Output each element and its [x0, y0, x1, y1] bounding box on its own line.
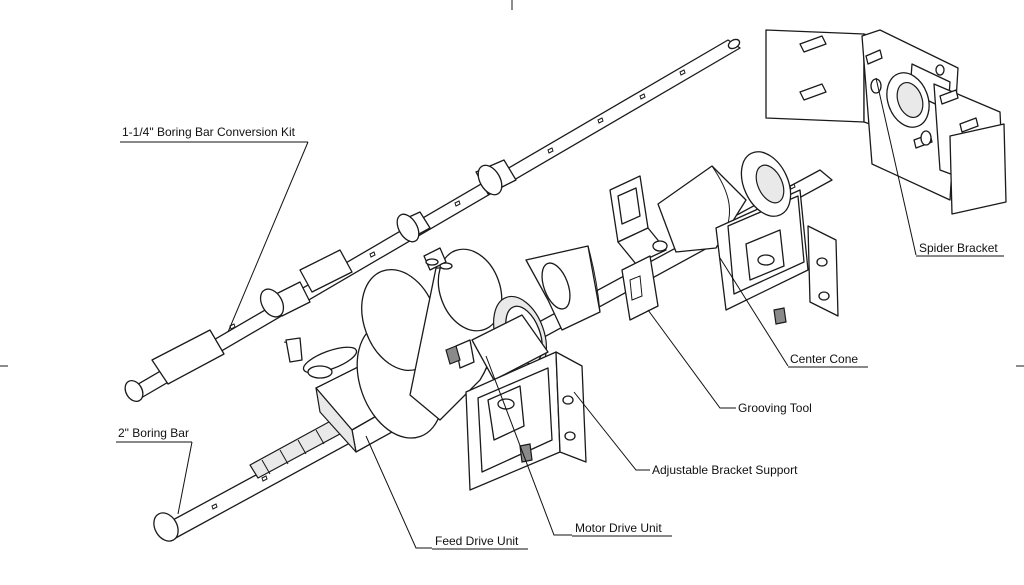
label-center-cone: Center Cone [788, 352, 868, 368]
label-feed-drive-unit: Feed Drive Unit [432, 534, 528, 550]
label-spider-bracket: Spider Bracket [916, 241, 1004, 257]
conversion-kit-bar [124, 38, 741, 402]
label-motor-drive-unit-text: Motor Drive Unit [575, 521, 662, 535]
grooving-tool [609, 175, 668, 321]
motor-drive-unit [356, 247, 549, 439]
leader-feed-drive-unit [365, 435, 432, 549]
label-center-cone-text: Center Cone [790, 352, 858, 366]
leader-conversion-kit [227, 141, 309, 333]
label-feed-drive-unit-text: Feed Drive Unit [435, 534, 519, 548]
label-grooving-tool: Grooving Tool [738, 401, 812, 415]
leader-spider-bracket [875, 77, 917, 256]
leader-motor-drive-unit [485, 355, 572, 536]
label-spider-bracket-text: Spider Bracket [919, 241, 998, 255]
label-boring-bar-2in-text: 2" Boring Bar [118, 426, 189, 440]
leader-boring-bar-2in [177, 441, 193, 515]
label-grooving-tool-text: Grooving Tool [738, 401, 812, 415]
spider-bracket [765, 29, 1007, 215]
leader-grooving-tool [647, 309, 736, 409]
adjustable-bracket-support [465, 351, 587, 491]
label-boring-bar-2in: 2" Boring Bar [116, 426, 192, 443]
label-adjustable-bracket-support-text: Adjustable Bracket Support [652, 463, 798, 477]
leader-lines [177, 77, 917, 549]
label-conversion-kit-text: 1-1/4" Boring Bar Conversion Kit [122, 125, 296, 139]
label-conversion-kit: 1-1/4" Boring Bar Conversion Kit [120, 125, 308, 143]
label-adjustable-bracket-support: Adjustable Bracket Support [652, 463, 798, 477]
bearing-bracket [715, 151, 839, 325]
leader-center-cone [719, 257, 789, 367]
leader-adjustable-bracket-support [573, 391, 650, 471]
label-motor-drive-unit: Motor Drive Unit [572, 521, 672, 537]
